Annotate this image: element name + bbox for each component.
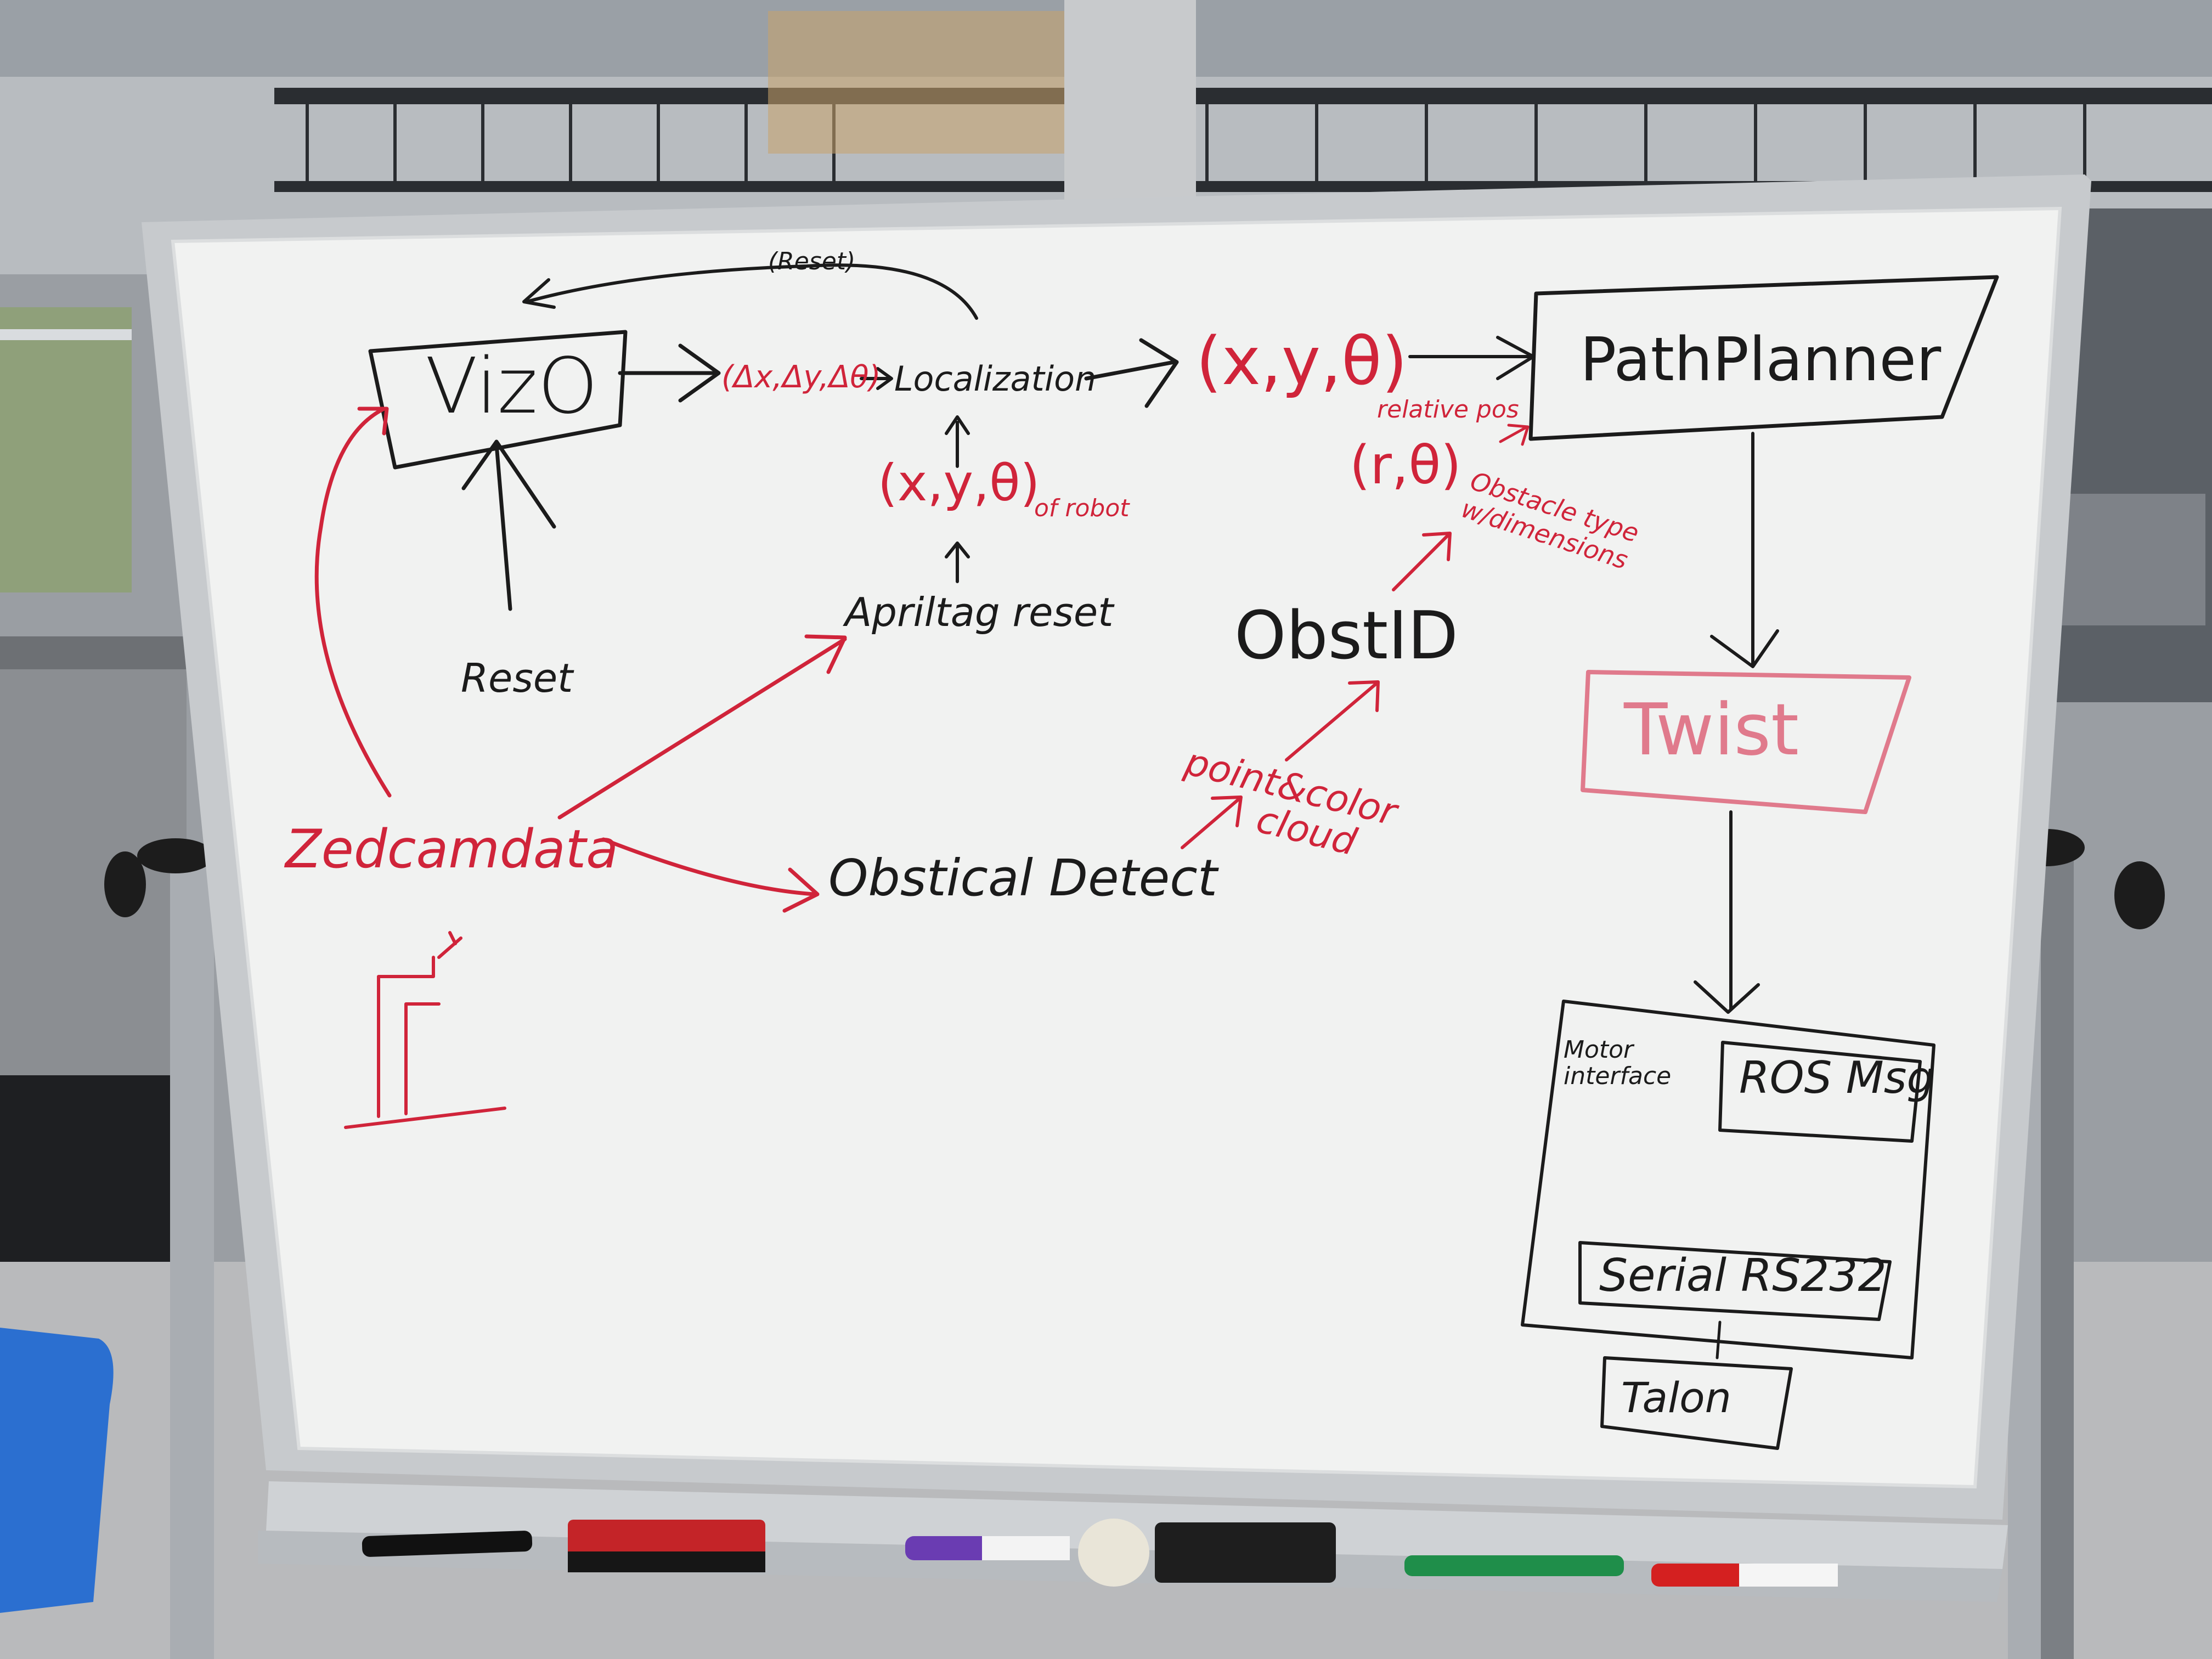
label-pose-robot: (x,y,θ) (878, 454, 1040, 512)
serial-box (1578, 1241, 1892, 1321)
label-pose-out: (x,y,θ) (1196, 324, 1408, 400)
node-obstical-detect: Obstical Detect (828, 849, 1217, 907)
node-vizo: VizO (425, 342, 599, 431)
label-relative-pos: relative pos (1377, 396, 1519, 424)
talon-box (1600, 1356, 1793, 1450)
label-r-theta: (r,θ) (1350, 435, 1462, 496)
node-serial-rs232: Serial RS232 (1599, 1250, 1887, 1302)
node-reset: Reset (461, 655, 573, 701)
label-reset-loop: (Reset) (768, 247, 856, 275)
node-localization: Localization (894, 359, 1097, 399)
node-twist: Twist (1624, 688, 1799, 771)
node-ros-msg: ROS Msg (1739, 1052, 1935, 1103)
node-zed-cam-data: Zedcamdata (285, 819, 619, 880)
vizo-box (368, 330, 628, 470)
label-delta: (Δx,Δy,Δθ) (721, 359, 881, 395)
node-motor-interface: Motor interface (1564, 1036, 1672, 1091)
label-of-robot: of robot (1034, 494, 1130, 522)
node-obst-id: ObstID (1234, 598, 1458, 674)
path-planner-box (1528, 275, 1999, 441)
motor-interface-box (1521, 1000, 1936, 1359)
ros-msg-box (1718, 1041, 1922, 1143)
node-talon: Talon (1621, 1373, 1731, 1422)
node-apriltag-reset: Apriltag reset (845, 589, 1114, 635)
twist-box (1581, 670, 1911, 814)
node-path-planner: PathPlanner (1580, 324, 1942, 394)
